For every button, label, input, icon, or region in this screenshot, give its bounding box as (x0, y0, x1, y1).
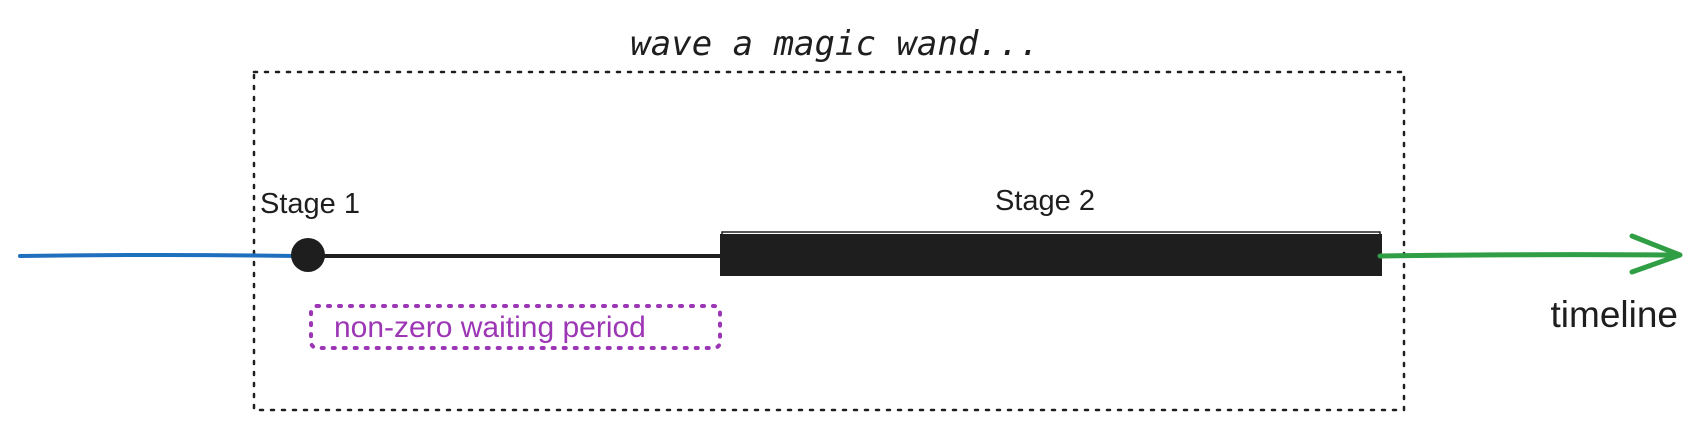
timeline-label: timeline (1551, 294, 1679, 335)
diagram-title: wave a magic wand... (630, 24, 1039, 64)
waiting-period-label: non-zero waiting period (334, 311, 646, 344)
timeline-after-segment (1377, 252, 1681, 259)
stage1-label: Stage 1 (260, 188, 360, 220)
stage2-label: Stage 2 (995, 185, 1095, 217)
stage2-bar (720, 234, 1382, 276)
waiting-period-box (309, 304, 722, 350)
magic-wand-frame (252, 70, 1406, 412)
timeline-arrowhead-icon (1629, 233, 1683, 275)
stage1-marker (291, 238, 325, 272)
timeline-before-segment (18, 253, 300, 258)
stage2-bar-outline (721, 231, 1381, 274)
